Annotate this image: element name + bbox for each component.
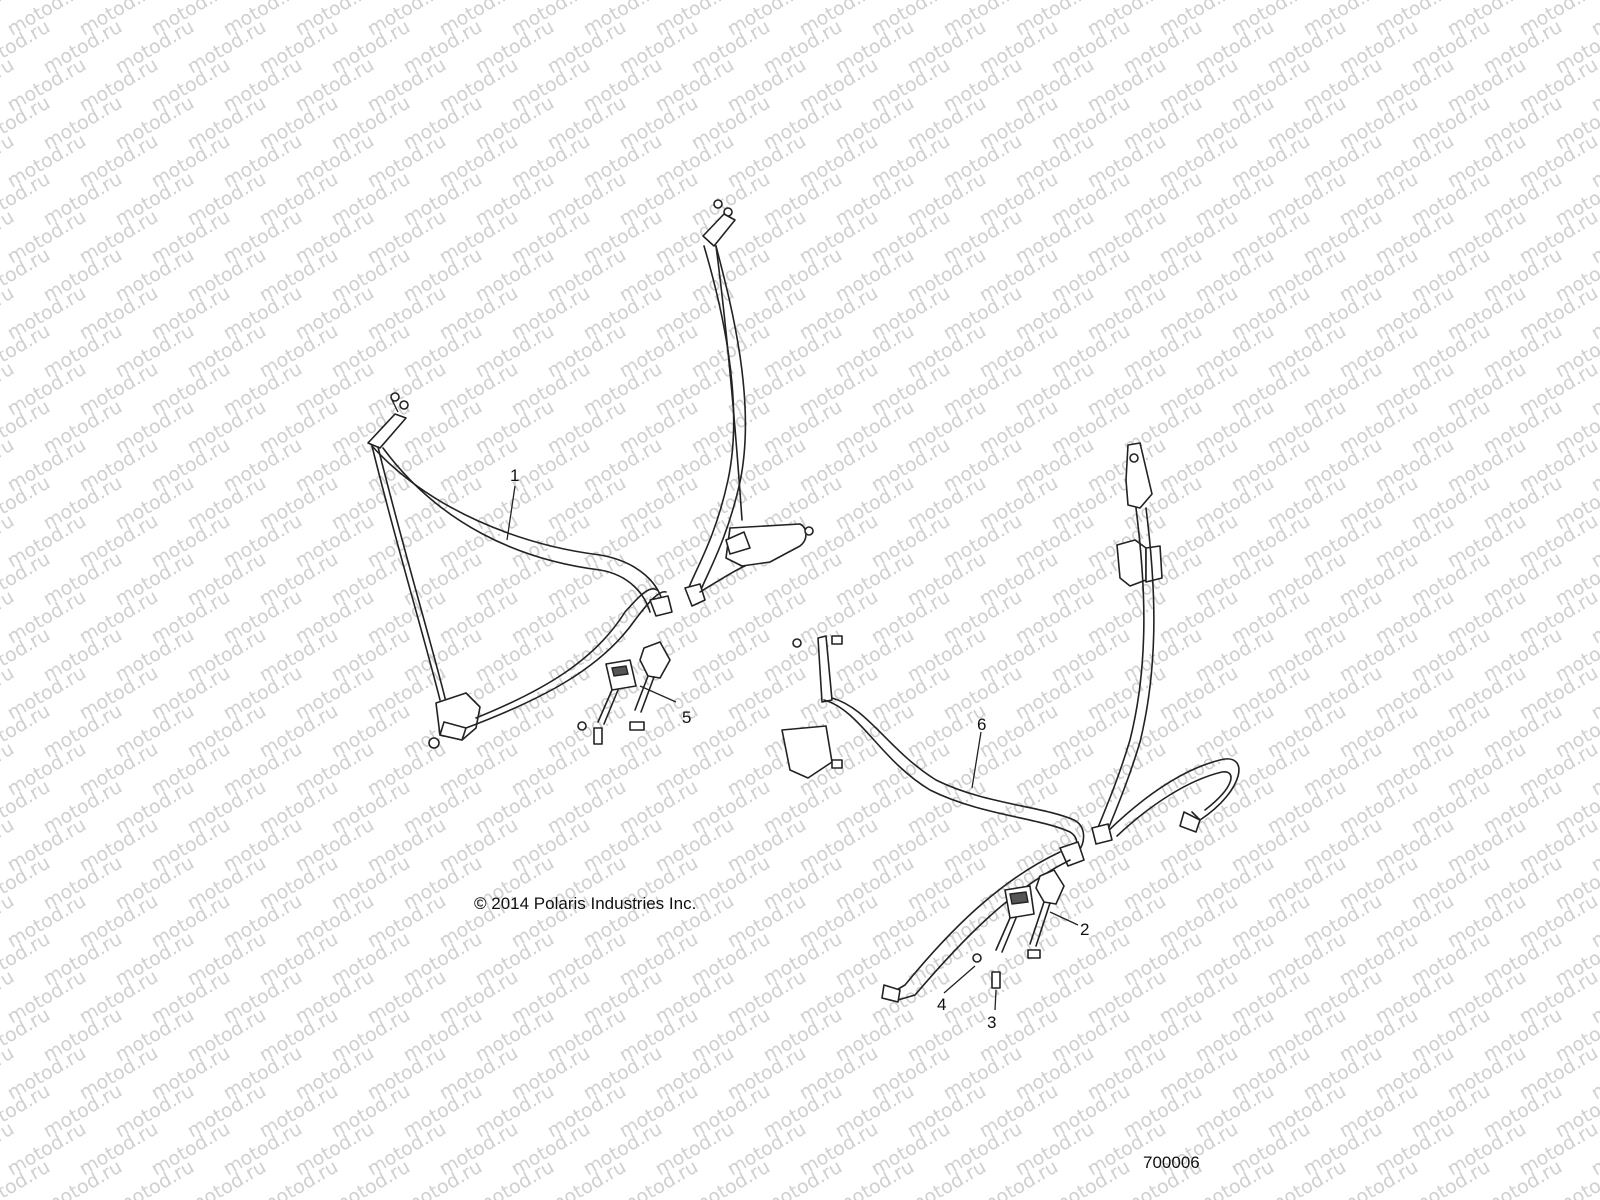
- callout-4: 4: [937, 995, 946, 1014]
- callout-2: 2: [1080, 920, 1089, 939]
- retractor-left-icon: [428, 692, 481, 749]
- drawing-number: 700006: [1143, 1153, 1200, 1172]
- callout-3: 3: [987, 1013, 996, 1032]
- callout-6: 6: [977, 715, 986, 734]
- callout-5: 5: [682, 708, 691, 727]
- callout-1: 1: [510, 466, 519, 485]
- copyright-text: © 2014 Polaris Industries Inc.: [474, 894, 696, 913]
